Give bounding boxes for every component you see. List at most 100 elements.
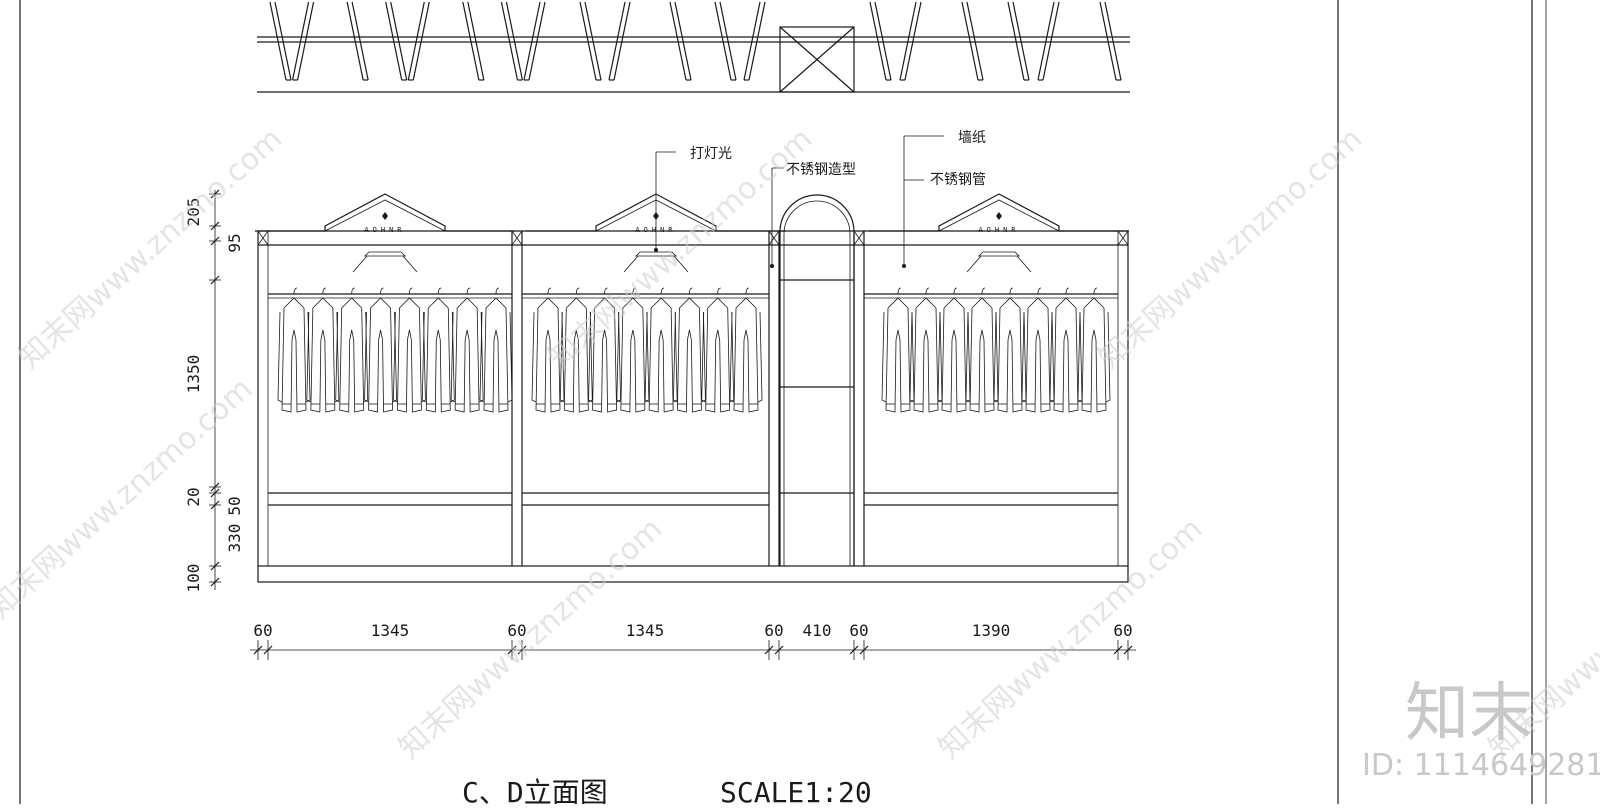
annotation-lighting: 打灯光	[690, 145, 732, 162]
dimension-tick	[764, 645, 774, 655]
hdim-60-d: 60	[849, 621, 868, 640]
watermark-text: 知末网www.znzmo.com	[12, 121, 289, 376]
plan-hanger	[1037, 1, 1060, 81]
dimension-tick	[263, 645, 273, 655]
plan-view-strip	[257, 1, 1130, 93]
dimension-tick	[210, 275, 220, 285]
dimension-tick	[210, 577, 220, 587]
plan-hanger	[269, 1, 292, 81]
plan-hanger	[385, 1, 408, 81]
hanging-garment	[937, 287, 971, 413]
horizontal-dimensions: 60 1345 60 1345 60 410 60 1390 60	[250, 621, 1136, 660]
dimension-tick	[210, 236, 220, 246]
hanging-garment	[364, 287, 397, 413]
hanging-garment	[559, 287, 593, 413]
dimension-tick	[210, 221, 220, 231]
watermark-text: 知末网www.znzmo.com	[1092, 121, 1369, 376]
hanging-garment	[1077, 287, 1111, 413]
hanging-garment	[588, 287, 621, 413]
vdim-205: 205	[184, 198, 203, 227]
vdim-100: 100	[184, 564, 203, 593]
logo-text: AOHNR	[635, 226, 676, 234]
pediment-left: AOHNR	[255, 193, 515, 273]
hanging-garment	[965, 287, 999, 413]
drawing-scale: SCALE1:20	[720, 776, 872, 804]
plan-hanger	[714, 1, 737, 81]
dimension-tick	[859, 645, 869, 655]
corner-cross-box	[1117, 230, 1129, 246]
plan-hanger	[1099, 1, 1122, 81]
hanging-garment	[531, 287, 565, 413]
hdim-1390: 1390	[972, 621, 1011, 640]
dimension-tick	[517, 645, 527, 655]
plan-hanger	[669, 1, 692, 81]
dimension-tick	[507, 645, 517, 655]
hanging-garment	[479, 287, 513, 413]
hdim-60-a: 60	[253, 621, 272, 640]
dimension-tick	[1113, 645, 1123, 655]
hdim-60-c: 60	[764, 621, 783, 640]
hanging-garment	[993, 287, 1027, 413]
plan-hanger	[579, 1, 602, 81]
hanging-garment	[1021, 287, 1055, 413]
hanging-garment	[421, 287, 455, 413]
hanging-garment	[729, 287, 763, 413]
corner-cross-box	[853, 230, 865, 246]
dimension-tick	[210, 561, 220, 571]
annotation-wallpaper: 墙纸	[958, 130, 986, 146]
vertical-dimensions: 205 95 1350 20 50 330 100	[184, 189, 244, 593]
sheet-border	[19, 0, 1547, 804]
drawing-title-block: C、D立面图 SCALE1:20	[462, 776, 872, 808]
plan-hanger	[346, 1, 369, 81]
plan-hanger	[407, 1, 430, 81]
hanging-garment	[701, 287, 735, 413]
plan-hanger	[1007, 1, 1030, 81]
plan-hanger	[523, 1, 546, 81]
annotation-stainless-tube: 不锈钢管	[930, 172, 986, 188]
dimension-tick	[253, 645, 263, 655]
hanging-garment	[644, 287, 678, 413]
hanging-garment	[450, 287, 484, 413]
watermark-brand: 知末	[1405, 677, 1533, 751]
logo-text: AOHNR	[364, 226, 405, 234]
corner-cross-box	[768, 230, 780, 246]
pediment-right: AOHNR	[869, 193, 1129, 273]
dimension-tick	[849, 645, 859, 655]
vdim-50: 50	[225, 496, 244, 515]
plan-hanger	[899, 1, 922, 81]
hanging-garment	[616, 287, 650, 413]
hanging-garment	[673, 287, 706, 413]
hdim-1345-a: 1345	[371, 621, 410, 640]
dimension-tick	[210, 482, 220, 492]
corner-cross-box	[511, 230, 523, 246]
hdim-60-e: 60	[1113, 621, 1132, 640]
watermark-text: 知末网www.znzmo.com	[542, 121, 819, 376]
hanging-garment	[335, 287, 369, 413]
vdim-20: 20	[184, 487, 203, 506]
annotation-layer: 打灯光 不锈钢造型 墙纸 不锈钢管	[654, 130, 986, 268]
dimension-tick	[1123, 645, 1133, 655]
corner-cross-box	[257, 230, 269, 246]
plan-hanger	[291, 1, 315, 81]
vdim-1350: 1350	[184, 355, 203, 394]
plan-hanger	[869, 1, 892, 81]
hdim-410: 410	[803, 621, 832, 640]
vdim-330: 330	[225, 524, 244, 553]
plan-hanger	[462, 1, 485, 81]
hdim-60-b: 60	[507, 621, 526, 640]
hanging-garment	[1049, 287, 1083, 413]
plan-hanger	[500, 1, 524, 81]
hanging-garment	[909, 287, 943, 413]
cabinet-elevation: AOHNR AOHNR AOHNR	[255, 193, 1129, 583]
watermark-layer: 知末网www.znzmo.com 知末网www.znzmo.com 知末网www…	[0, 121, 1600, 783]
annotation-stainless-feature: 不锈钢造型	[786, 162, 856, 178]
hanging-garment	[277, 287, 311, 413]
plan-hanger	[743, 1, 766, 81]
dimension-tick	[210, 189, 220, 199]
hanging-garment	[393, 287, 426, 413]
hdim-1345-b: 1345	[626, 621, 665, 640]
dimension-tick	[210, 500, 220, 510]
vdim-95: 95	[225, 233, 244, 252]
